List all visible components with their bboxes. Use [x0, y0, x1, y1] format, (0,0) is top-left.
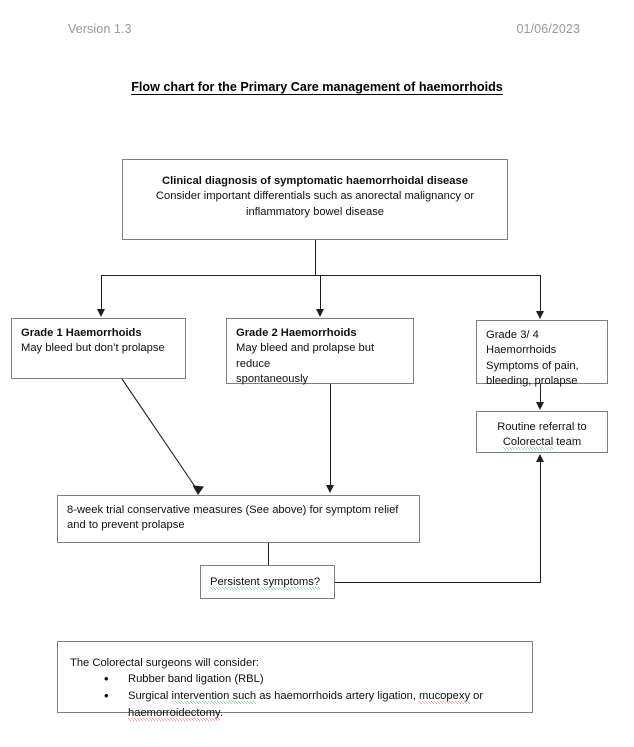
- list-item: Surgical intervention such as haemorrhoi…: [70, 687, 520, 722]
- node-clinical-diagnosis-heading: Clinical diagnosis of symptomatic haemor…: [162, 175, 468, 187]
- surgeons-bullet-2-end: .: [219, 707, 223, 720]
- node-routine-referral[interactable]: Routine referral to Colorectal team: [476, 411, 608, 453]
- node-grade-1-haemorrhoids[interactable]: Grade 1 Haemorrhoids May bleed but don’t…: [11, 318, 186, 379]
- arrowhead-referral-up: [536, 454, 544, 462]
- document-date-label: 01/06/2023: [516, 22, 580, 36]
- node-grade-3-4-haemorrhoids[interactable]: Grade 3/ 4 Haemorrhoids Symptoms of pain…: [476, 320, 608, 387]
- node-clinical-diagnosis[interactable]: Clinical diagnosis of symptomatic haemor…: [122, 159, 508, 240]
- arrowhead-grade1: [97, 309, 105, 317]
- node-persistent-symptoms-text: Persistent symptoms?: [210, 576, 321, 590]
- connector-diagnosis-stem: [315, 240, 316, 276]
- node-colorectal-surgeons-options[interactable]: The Colorectal surgeons will consider: R…: [57, 641, 533, 722]
- node-routine-referral-line1: Routine referral to: [497, 421, 587, 433]
- connector-riser-to-referral: [540, 462, 541, 583]
- page-title-text: Flow chart for the Primary Care manageme…: [131, 80, 503, 94]
- connector-persistent-right: [335, 582, 541, 583]
- node-grade-1-heading: Grade 1 Haemorrhoids: [21, 327, 142, 339]
- surgeons-bullet-2-pre: Surgical: [128, 690, 172, 703]
- arrowhead-referral: [536, 402, 544, 410]
- node-grade-2-line3: spontaneously: [236, 373, 309, 386]
- node-clinical-diagnosis-line3: inflammatory bowel disease: [245, 205, 385, 218]
- arrowhead-grade2: [316, 309, 324, 317]
- surgeons-options-list: Rubber band ligation (RBL) Surgical inte…: [70, 670, 520, 722]
- node-conservative-trial-text: 8-week trial conservative measures (See …: [67, 504, 399, 532]
- node-routine-referral-line2: Colorectal team: [486, 435, 598, 451]
- node-grade-1-line2: May bleed but don’t prolapse: [21, 342, 165, 355]
- spell-flagged-haemorroidectomy: haemorroidectomy: [128, 707, 220, 722]
- node-clinical-diagnosis-line2: Consider important differentials such as…: [155, 190, 475, 203]
- connector-split-bar: [101, 275, 541, 276]
- connector-grade34-referral: [540, 384, 541, 403]
- connector-branch-grade34: [540, 275, 541, 312]
- arrowhead-trial-center: [326, 485, 334, 493]
- surgeons-bullet-2-mid2: or: [470, 690, 484, 703]
- page-title: Flow chart for the Primary Care manageme…: [0, 80, 634, 94]
- node-grade-2-line2: May bleed and prolapse but reduce: [236, 342, 375, 370]
- spell-flagged-mucopexy: mucopexy: [419, 690, 471, 705]
- surgeons-bullet-2-mid: as haemorrhoids artery ligation,: [256, 690, 420, 703]
- node-grade-3-4-line3: bleeding, prolapse: [486, 375, 578, 388]
- node-grade-3-4-line2: Symptoms of pain,: [486, 359, 579, 372]
- node-grade-3-4-line1: Grade 3/ 4 Haemorrhoids: [486, 329, 557, 357]
- node-persistent-symptoms[interactable]: Persistent symptoms?: [200, 565, 335, 599]
- connector-branch-grade2: [320, 275, 321, 310]
- connector-grade2-trial: [330, 384, 331, 486]
- connector-trial-persistent: [268, 543, 269, 565]
- connector-branch-grade1: [101, 275, 102, 310]
- node-grade-2-haemorrhoids[interactable]: Grade 2 Haemorrhoids May bleed and prola…: [226, 318, 414, 386]
- node-conservative-trial[interactable]: 8-week trial conservative measures (See …: [57, 495, 420, 543]
- surgeons-bullet-1-text: Rubber band ligation (RBL): [128, 673, 264, 686]
- node-grade-2-heading: Grade 2 Haemorrhoids: [236, 327, 357, 339]
- node-routine-referral-line2-rest: team: [553, 436, 582, 449]
- grammar-flagged-colorectal: Colorectal: [502, 436, 554, 451]
- list-item: Rubber band ligation (RBL): [70, 670, 520, 688]
- grammar-flagged-intervention: intervention such: [171, 690, 257, 705]
- document-version-label: Version 1.3: [68, 22, 132, 36]
- arrowhead-grade34: [536, 311, 544, 319]
- surgeons-intro: The Colorectal surgeons will consider:: [70, 657, 260, 669]
